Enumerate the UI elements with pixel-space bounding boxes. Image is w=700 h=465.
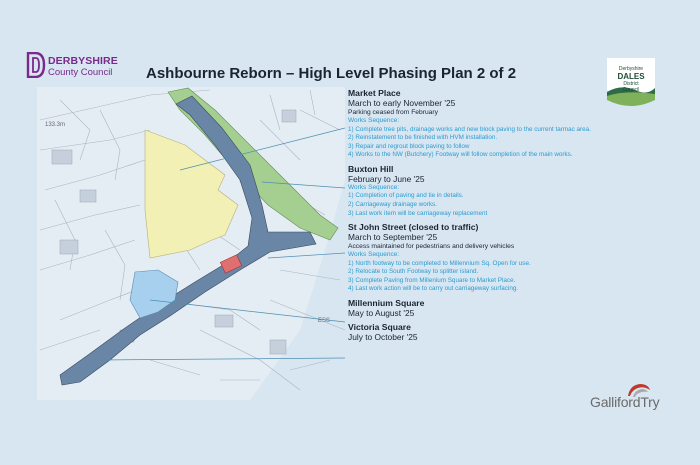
phase-descriptions: Market Place March to early November '25…	[348, 88, 688, 346]
works-item: 1) Complete tree pits, drainage works an…	[348, 125, 591, 133]
works-list: 1) Completion of paving and tie in detai…	[348, 192, 688, 218]
works-sequence-heading: Works Sequence:	[348, 251, 400, 259]
phase-st-john-street: St John Street (closed to traffic) March…	[348, 222, 688, 294]
phase-name: Market Place	[348, 88, 401, 98]
works-sequence-heading: Works Sequence:	[348, 183, 400, 191]
works-sequence-heading: Works Sequence:	[348, 117, 400, 124]
galliford-try-wordmark: GallifordTry	[590, 394, 660, 410]
derbyshire-dales-logo: Derbyshire DALES District Council	[605, 58, 657, 106]
leader-lines	[99, 127, 346, 361]
dales-logo-line1: Derbyshire	[618, 66, 644, 72]
phase-dates: May to August '25	[348, 308, 415, 319]
phase-name: Millennium Square	[348, 298, 425, 309]
page-title: Ashbourne Reborn – High Level Phasing Pl…	[146, 65, 517, 82]
phase-victoria-square: Victoria Square July to October '25	[348, 322, 688, 342]
derbyshire-logo-mark-icon	[26, 52, 46, 78]
works-item: 1) Completion of paving and tie in detai…	[348, 192, 464, 200]
works-item: 3) Last work item will be carriageway re…	[348, 209, 488, 217]
works-item: 3) Repair and regrout block paving to fo…	[348, 142, 470, 150]
phase-note: Parking ceased from February	[348, 109, 438, 116]
phase-note: Access maintained for pedestrians and de…	[348, 243, 515, 251]
works-item: 1) North footway to be completed to Mill…	[348, 259, 531, 267]
works-item: 3) Complete Paving from Millenium Square…	[348, 276, 516, 284]
phase-name: Buxton Hill	[348, 163, 394, 174]
phase-dates: March to September '25	[348, 232, 438, 243]
phase-dates: July to October '25	[348, 332, 418, 343]
st-john-street-zone	[59, 95, 317, 386]
victoria-square-zone	[219, 254, 243, 274]
derbyshire-logo-line2: County Council	[48, 67, 113, 78]
phase-buxton-hill: Buxton Hill February to June '25 Works S…	[348, 164, 688, 218]
works-item: 4) Last work action will be to carry out…	[348, 285, 519, 293]
derbyshire-logo-line1: DERBYSHIRE	[48, 55, 118, 67]
market-place-zone	[144, 129, 239, 259]
millennium-square-zone	[129, 269, 179, 319]
phase-market-place: Market Place March to early November '25…	[348, 88, 688, 160]
phase-dates: February to June '25	[348, 173, 425, 184]
phase-dates: March to early November '25	[348, 98, 456, 108]
phase-name: St John Street (closed to traffic)	[348, 222, 479, 233]
works-item: 4) Works to the NW (Butchery) Footway wi…	[348, 151, 573, 159]
dales-badge-icon	[607, 58, 655, 106]
galliford-try-mark-icon	[628, 384, 650, 397]
dales-logo-line2: DALES	[617, 72, 645, 81]
works-item: 2) Reinstatement to be finished with HVM…	[348, 134, 498, 142]
dales-logo-line4: Council	[622, 87, 640, 93]
dales-logo-line3: District	[623, 81, 639, 87]
phase-name: Victoria Square	[348, 322, 411, 333]
derbyshire-county-council-logo: DERBYSHIRE County Council	[26, 52, 126, 82]
map-area-label: ESS	[318, 318, 330, 324]
works-item: 2) Relocate to South Footway to splitter…	[348, 268, 479, 276]
works-item: 2) Carriageway drainage works.	[348, 200, 437, 208]
phase-millennium-square: Millennium Square May to August '25	[348, 298, 688, 318]
spot-height-label: 133.3m	[45, 122, 65, 128]
works-list: 1) Complete tree pits, drainage works an…	[348, 126, 688, 160]
galliford-try-logo: GallifordTry	[590, 382, 690, 412]
works-list: 1) North footway to be completed to Mill…	[348, 260, 688, 294]
